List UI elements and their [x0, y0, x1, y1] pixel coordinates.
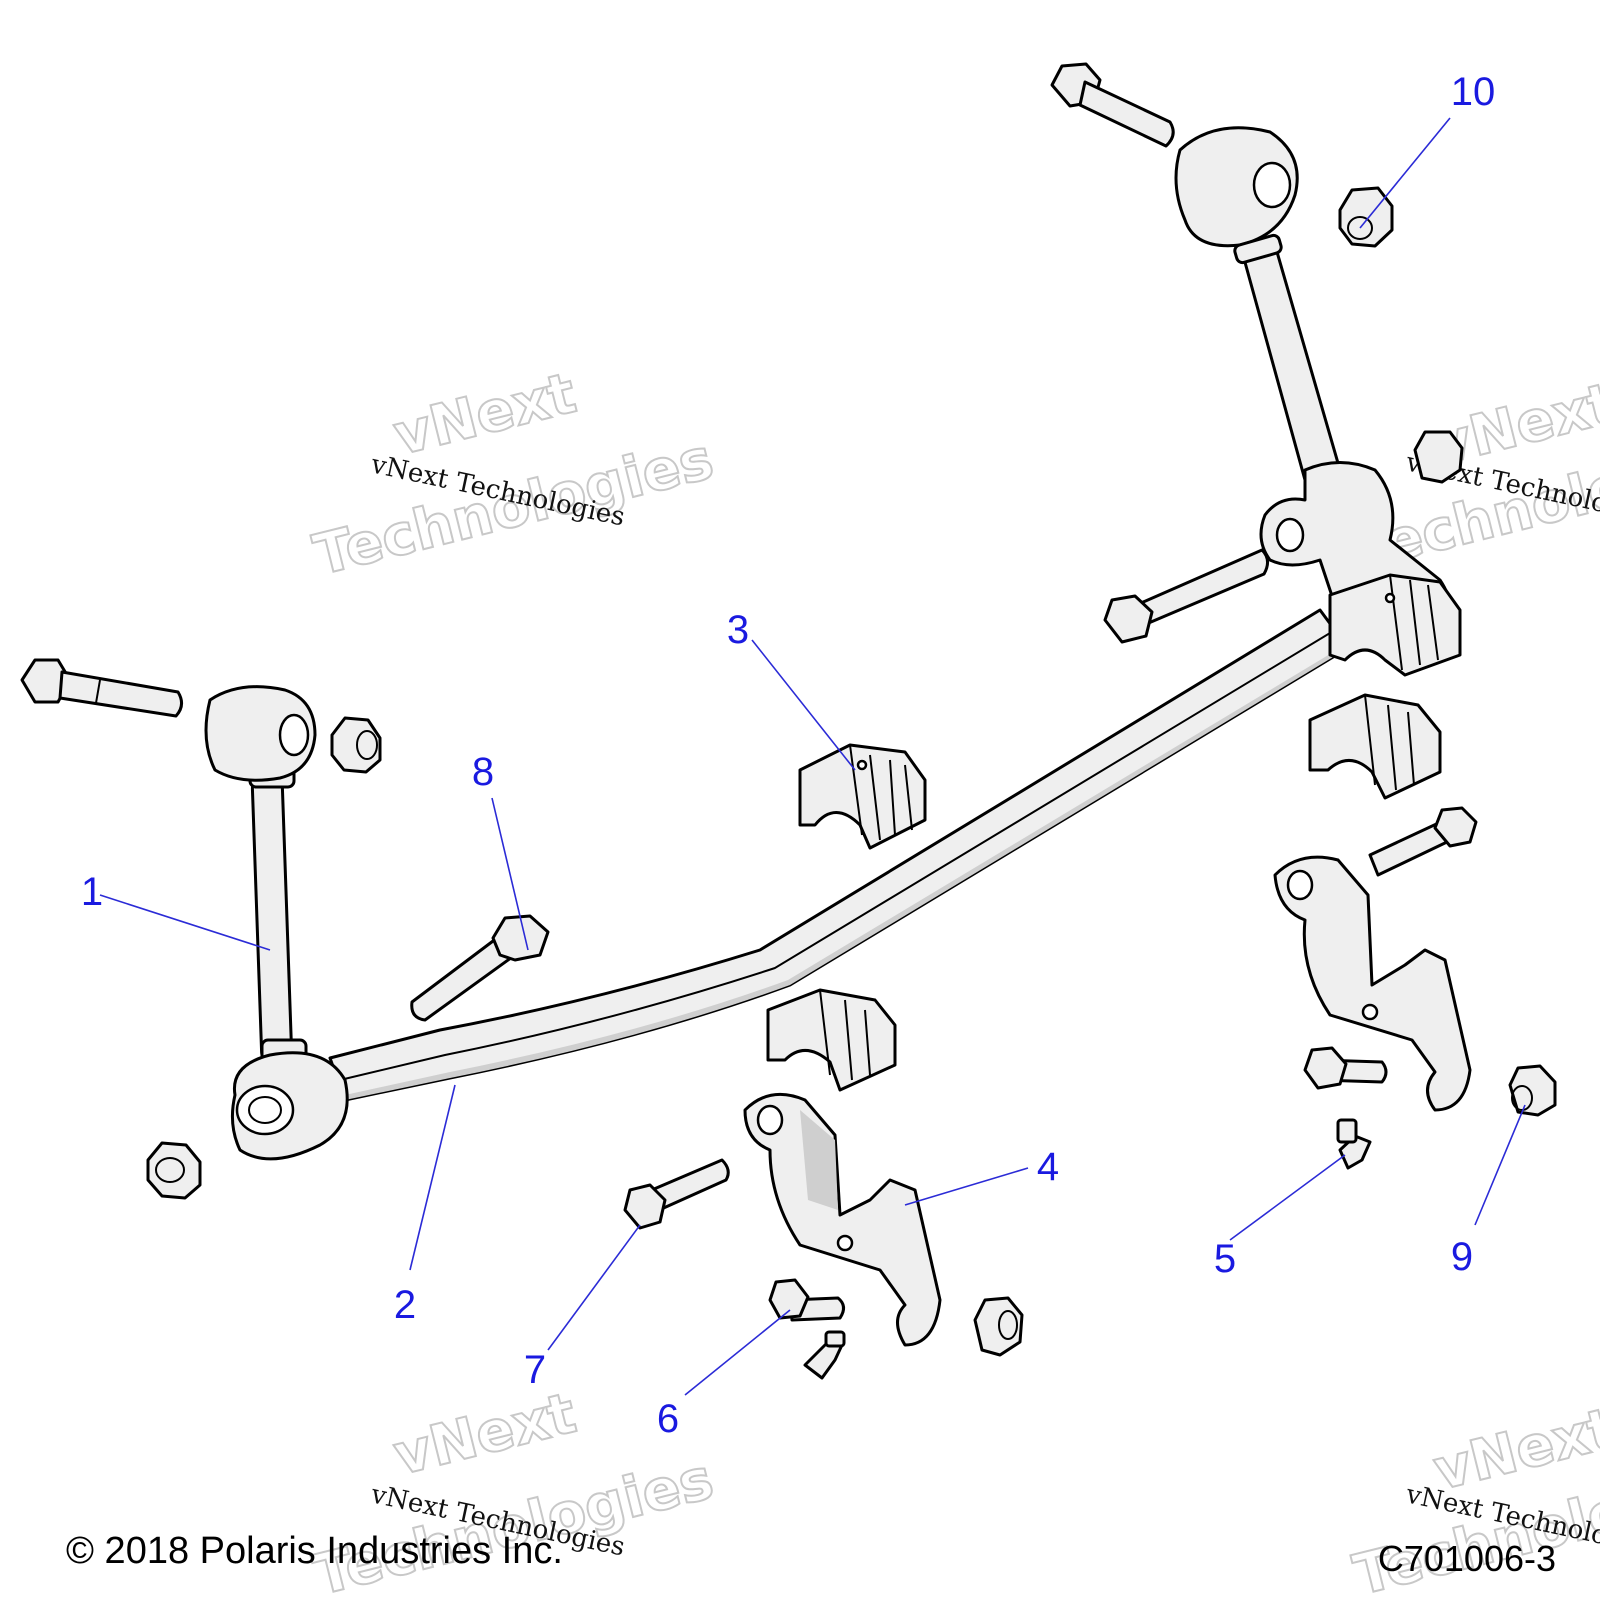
callout-2: 2 [394, 1283, 416, 1327]
leader-lines [99, 117, 1526, 1396]
bushing-lower-center [766, 988, 897, 1092]
leader-5 [1229, 1154, 1346, 1241]
bolt-upper-right [1103, 548, 1269, 644]
nut-lower-center [973, 1296, 1024, 1357]
leader-10 [1359, 117, 1451, 229]
left-top-nut [330, 716, 382, 774]
nut-10 [1338, 186, 1394, 248]
bolt-right-lower [1303, 1046, 1388, 1090]
grease-fitting-lower [803, 1330, 846, 1380]
nut-9 [1508, 1064, 1557, 1117]
bracket-right [1273, 855, 1472, 1112]
callout-5: 5 [1214, 1237, 1236, 1281]
bolt-6 [768, 1278, 845, 1322]
svg-text:vNext: vNext [388, 361, 583, 469]
bracket-4 [743, 1092, 942, 1347]
nut-upper-right [1413, 430, 1464, 484]
callout-4: 4 [1037, 1145, 1059, 1189]
figure-code: C701006-3 [1377, 1538, 1556, 1579]
callout-6: 6 [657, 1397, 679, 1441]
leader-6 [684, 1309, 791, 1396]
callout-9: 9 [1451, 1235, 1473, 1279]
callouts: 1 2 3 4 5 6 7 8 9 10 [81, 70, 1495, 1441]
bushing-upper-right [1328, 573, 1462, 677]
leader-8 [491, 797, 529, 951]
right-end-link [1174, 126, 1452, 642]
left-top-bolt [20, 658, 183, 718]
callout-7: 7 [524, 1348, 546, 1392]
callout-1: 1 [81, 870, 103, 914]
grease-fitting-5 [1336, 1118, 1372, 1170]
bolt-8 [410, 914, 550, 1022]
leader-1 [99, 894, 271, 951]
callout-3: 3 [727, 608, 749, 652]
bushing-lower-right [1308, 693, 1442, 800]
left-bottom-nut [146, 1141, 202, 1200]
svg-text:vNext: vNext [1428, 1396, 1600, 1504]
bolt-right-middle [1368, 806, 1478, 877]
watermark-top-left: vNext Technologies vNext Technologies [307, 360, 721, 590]
copyright-text: © 2018 Polaris Industries Inc. [66, 1530, 563, 1572]
bolt-7 [623, 1158, 730, 1230]
leader-3 [751, 639, 856, 771]
leader-7 [547, 1224, 641, 1351]
left-end-link [204, 685, 349, 1161]
callout-10: 10 [1451, 70, 1496, 114]
leader-4 [904, 1167, 1029, 1206]
callout-8: 8 [472, 750, 494, 794]
svg-text:vNext: vNext [388, 1381, 583, 1489]
right-top-bolt [1050, 62, 1175, 148]
bushing-3 [798, 743, 927, 850]
leader-9 [1474, 1104, 1526, 1226]
leader-2 [409, 1084, 456, 1271]
